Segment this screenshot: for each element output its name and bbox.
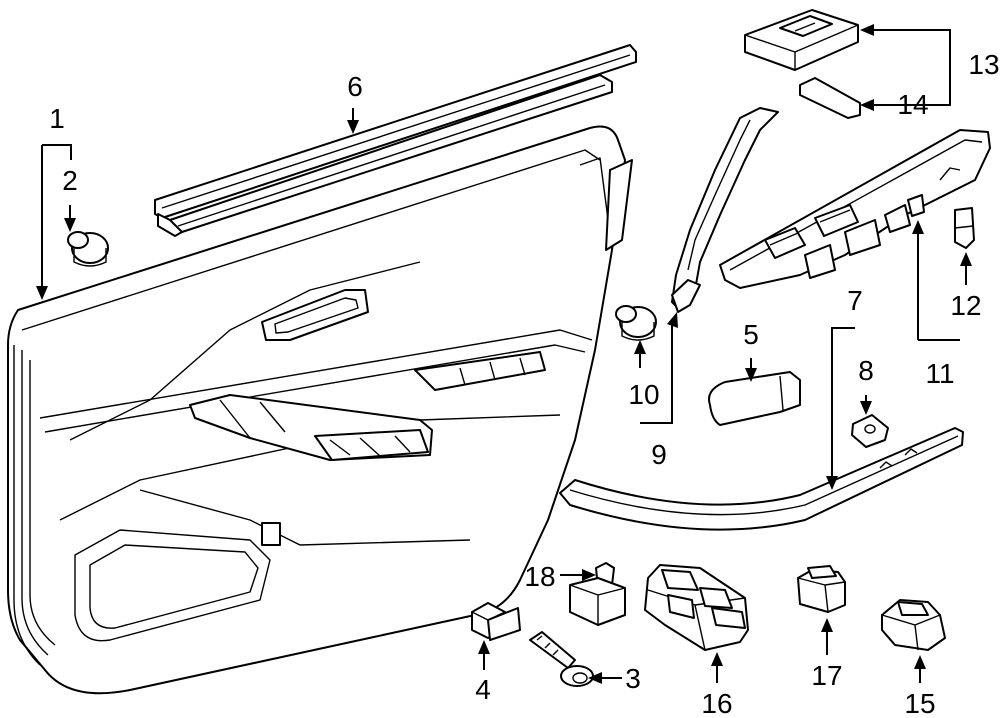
callout-6: 6 [347, 71, 363, 102]
retainer-clip-12 [954, 207, 975, 249]
window-switch-13 [744, 9, 859, 71]
callout-9: 9 [651, 439, 667, 470]
switch-cover-14 [799, 77, 861, 119]
callout-5: 5 [743, 319, 759, 350]
callout-12: 12 [950, 290, 981, 321]
callout-14: 14 [897, 89, 928, 120]
callout-15: 15 [904, 688, 935, 718]
callout-8: 8 [858, 355, 874, 386]
screw-3 [529, 631, 594, 687]
trim-clip-10 [615, 305, 657, 341]
callout-17: 17 [811, 660, 842, 691]
callout-11: 11 [925, 358, 954, 389]
inner-handle [261, 289, 369, 341]
callout-10: 10 [628, 379, 659, 410]
trim-clip-2 [67, 231, 109, 267]
callout-2: 2 [62, 165, 78, 196]
pull-handle-trim [671, 107, 779, 313]
callout-16: 16 [701, 688, 732, 718]
callout-7: 7 [847, 285, 863, 316]
courtesy-switch-4 [471, 602, 521, 641]
switch-17 [797, 565, 846, 613]
armrest-bezel [189, 351, 546, 461]
callout-13: 13 [968, 49, 999, 80]
callout-1: 1 [49, 103, 65, 134]
switch-18 [569, 562, 626, 626]
window-switch-base [719, 129, 991, 289]
leader-lines [36, 24, 972, 684]
callout-3: 3 [625, 663, 641, 694]
callout-4: 4 [475, 674, 491, 705]
callout-18: 18 [524, 561, 555, 592]
switch-15 [881, 599, 946, 651]
belt-weatherstrip [154, 44, 637, 237]
clip-nut-8 [851, 414, 889, 448]
armrest-cover [708, 371, 801, 426]
armrest-trim-strip [559, 427, 964, 531]
master-window-switch-16 [644, 564, 749, 651]
